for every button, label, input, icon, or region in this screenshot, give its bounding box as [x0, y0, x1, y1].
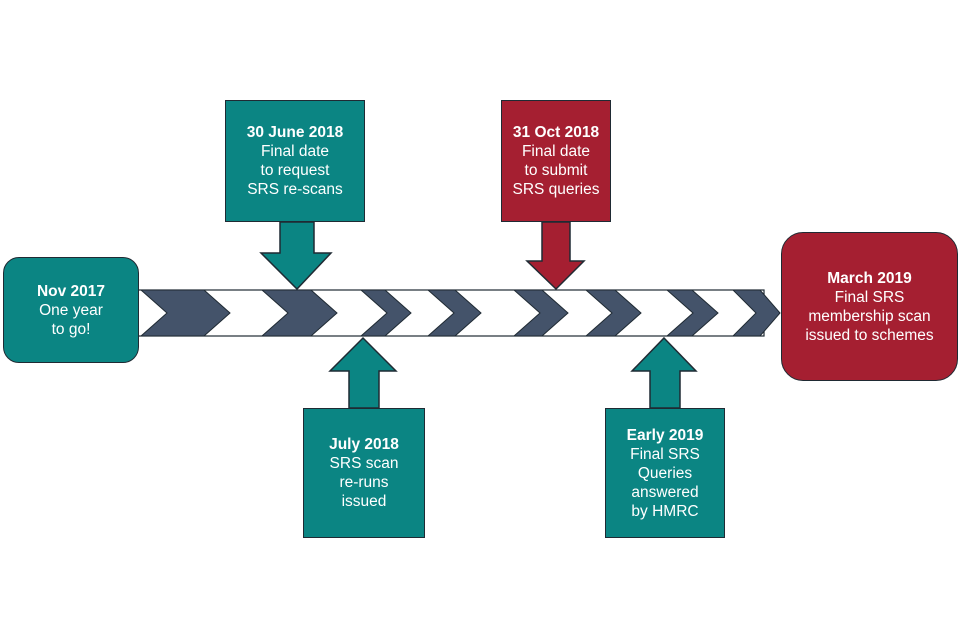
milestone-30-june-2018: 30 June 2018 Final date to request SRS r… — [225, 100, 365, 222]
july-2018-callout-arrow — [328, 336, 398, 409]
timeline-chevron — [260, 289, 338, 337]
milestone-text: re-runs — [339, 474, 389, 491]
milestone-text: SRS scan — [329, 455, 399, 472]
timeline-end-arrow — [731, 289, 781, 337]
milestone-text: issued to schemes — [805, 326, 934, 344]
milestone-title: Nov 2017 — [36, 282, 106, 300]
timeline-chevron — [359, 289, 412, 337]
milestone-march-2019: March 2019 Final SRS membership scan iss… — [781, 232, 958, 381]
milestone-title: July 2018 — [329, 436, 399, 453]
milestone-nov-2017: Nov 2017 One year to go! — [3, 257, 139, 363]
milestone-text: to go! — [51, 320, 91, 338]
milestone-text: to request — [260, 162, 330, 179]
milestone-text: SRS queries — [512, 181, 600, 198]
june-2018-callout-arrow — [259, 221, 333, 291]
milestone-text: Final SRS — [630, 445, 700, 463]
milestone-text: Final SRS — [834, 288, 905, 306]
milestone-title: 31 Oct 2018 — [512, 124, 600, 141]
timeline-chevron — [139, 289, 231, 337]
milestone-title: Early 2019 — [626, 426, 704, 444]
timeline-chevron — [426, 289, 482, 337]
oct-2018-callout-arrow — [525, 221, 586, 291]
milestone-text: Queries — [637, 464, 693, 482]
milestone-31-oct-2018: 31 Oct 2018 Final date to submit SRS que… — [501, 100, 611, 222]
timeline-chevron — [512, 289, 569, 337]
timeline-band — [137, 289, 781, 337]
timeline-chevron — [584, 289, 642, 337]
milestone-text: to submit — [524, 162, 588, 179]
milestone-text: answered — [631, 483, 699, 501]
timeline-chevron — [665, 289, 719, 337]
timeline-chevrons — [139, 289, 719, 337]
milestone-july-2018: July 2018 SRS scan re-runs issued — [303, 408, 425, 538]
milestone-text: issued — [341, 493, 387, 510]
milestone-text: SRS re-scans — [247, 181, 343, 198]
milestone-text: Final date — [521, 143, 591, 160]
early-2019-callout-arrow — [630, 336, 698, 409]
milestone-text: by HMRC — [631, 502, 699, 520]
milestone-early-2019: Early 2019 Final SRS Queries answered by… — [605, 408, 725, 538]
milestone-title: 30 June 2018 — [246, 124, 344, 141]
milestone-text: One year — [39, 301, 103, 319]
milestone-text: membership scan — [808, 307, 931, 325]
milestone-title: March 2019 — [827, 269, 912, 287]
milestone-text: Final date — [260, 143, 330, 160]
